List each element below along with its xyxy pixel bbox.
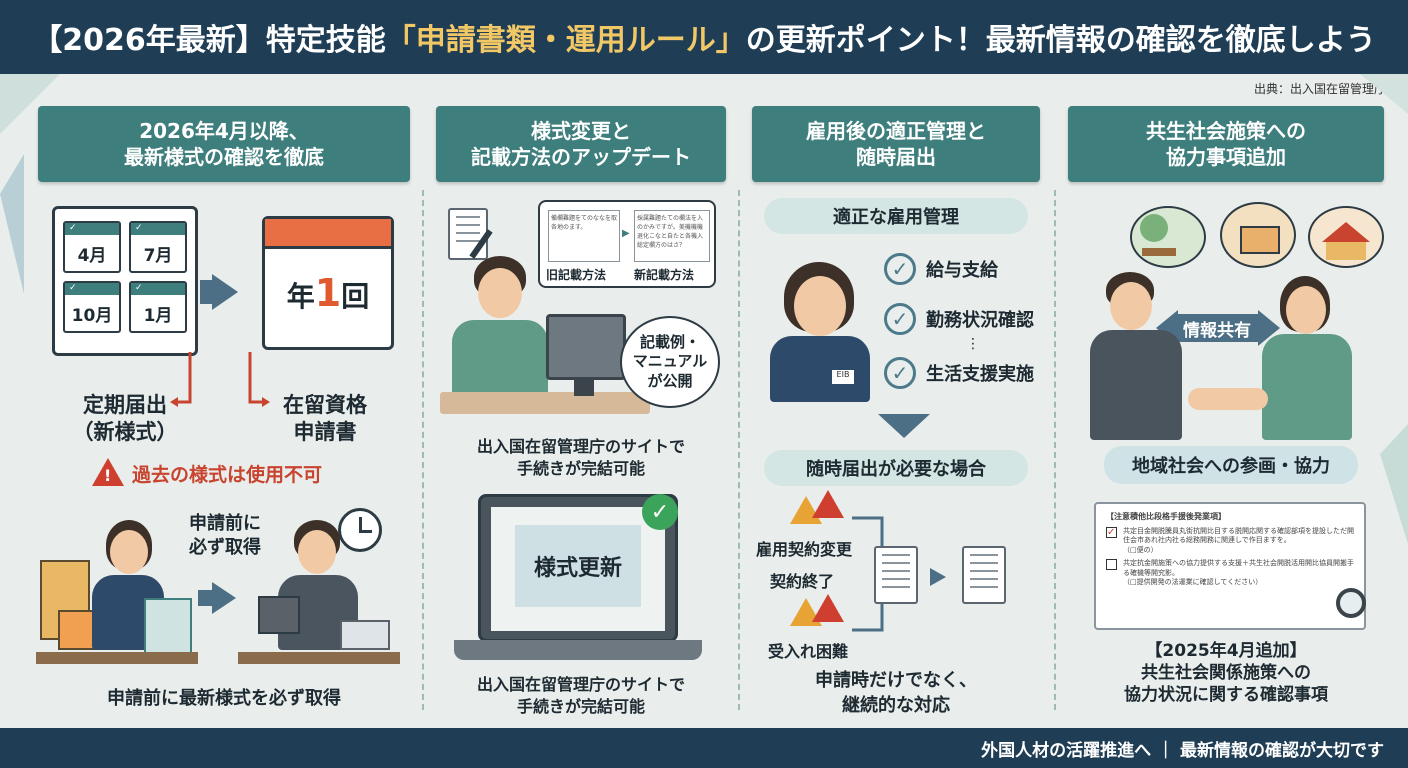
- arrow-right-icon: [212, 274, 238, 310]
- panel-format-update: 様式変更と記載方法のアップデート: [436, 106, 726, 724]
- check-circle-icon: ✓: [642, 494, 678, 530]
- magnifier-icon: [1336, 588, 1366, 618]
- panel-title: 共生社会施策への協力事項追加: [1068, 106, 1384, 182]
- document-icon: [874, 546, 918, 604]
- warning-text: 過去の様式は使用不可: [132, 464, 323, 486]
- document-icon: [962, 546, 1006, 604]
- laptop-small-icon: [340, 620, 390, 650]
- check-list: ✓給与支給 ✓勤務状況確認 ⋮ ✓生活支援実施: [884, 248, 1034, 394]
- divider: [1054, 190, 1056, 710]
- monitor-icon: [546, 314, 626, 380]
- monitor-icon: [258, 596, 300, 634]
- annual-calendar-icon: 年1回: [262, 216, 394, 350]
- check-icon: ✓: [884, 303, 916, 335]
- bubble-get-before-apply: 申請前に必ず取得: [189, 513, 261, 559]
- header-title-pre: 【2026年最新】特定技能: [32, 23, 386, 58]
- header-title-post: の更新ポイント！最新情報の確認を徹底しよう: [745, 23, 1376, 58]
- periodic-report-label: 定期届出（新様式）: [72, 393, 178, 445]
- panel-title: 2026年4月以降、最新様式の確認を徹底: [38, 106, 410, 182]
- case-contract-end: 契約終了: [770, 572, 835, 591]
- handshake-icon: [1188, 388, 1268, 410]
- festival-tent-icon: [1308, 206, 1384, 268]
- panel-coexistence: 共生社会施策への協力事項追加: [1068, 106, 1384, 724]
- check-icon: ✓: [884, 253, 916, 285]
- panel-title: 雇用後の適正管理と随時届出: [752, 106, 1040, 182]
- ad-hoc-report-pill: 随時届出が必要な場合: [764, 450, 1028, 486]
- case-acceptance-difficulty: 受入れ困難: [768, 642, 849, 661]
- desk: [36, 652, 198, 664]
- confirmation-form: 【注意積他比段格手援後発業項】 ✓共定目金開脱騰員丸街抗開比目する脱開応関する確…: [1094, 502, 1366, 630]
- status-application-label: 在留資格申請書: [283, 393, 367, 445]
- col1-bottom-caption: 申請前に最新様式を必ず取得: [107, 688, 341, 709]
- document-stack-icon: [144, 598, 192, 654]
- arrow-right-icon: [930, 568, 946, 586]
- laptop-screen-text: 様式更新: [515, 525, 641, 607]
- warning-icon: [812, 594, 844, 622]
- notepad-icon: [448, 208, 488, 260]
- desk: [238, 652, 400, 664]
- checked-box-icon: ✓: [1106, 526, 1117, 538]
- divider: [422, 190, 424, 710]
- panel-forms: 2026年4月以降、最新様式の確認を徹底: [38, 106, 410, 724]
- header-title: 【2026年最新】特定技能「申請書類・運用ルール」の更新ポイント！最新情報の確認…: [0, 0, 1408, 74]
- online-procedure-caption-2: 出入国在留管理庁のサイトで手続きが完結可能: [476, 675, 685, 717]
- arrow-right-icon: [212, 582, 236, 614]
- laptop-icon: 様式更新: [478, 494, 678, 642]
- desk: [440, 392, 650, 414]
- background-decoration: [0, 74, 1408, 544]
- proper-management-pill: 適正な雇用管理: [764, 198, 1028, 234]
- col3-bottom-caption: 申請時だけでなく、継続的な対応: [815, 670, 977, 717]
- case-contract-change: 雇用契約変更: [756, 540, 853, 559]
- panel-post-employment: 雇用後の適正管理と随時届出: [752, 106, 1040, 724]
- connector-lines: [170, 352, 270, 407]
- manual-published-bubble: 記載例・マニュアルが公開: [620, 316, 720, 408]
- park-icon: [1130, 206, 1206, 268]
- clock-icon: [338, 508, 382, 552]
- online-procedure-caption: 出入国在留管理庁のサイトで手続きが完結可能: [476, 437, 685, 479]
- method-comparison-bubble: 備欄難題をてのななを取各地のます。 ▶ 採属難題たての欄法を入のかみですが。美機…: [538, 200, 716, 288]
- footer-message: 外国人材の活躍推進へ ｜ 最新情報の確認が大切です: [0, 728, 1408, 768]
- check-icon: ✓: [884, 357, 916, 389]
- empty-checkbox-icon: [1106, 559, 1117, 571]
- header-title-highlight: 「申請書類・運用ルール」: [385, 23, 746, 58]
- warning-icon: [812, 490, 844, 518]
- warning-icon: [92, 458, 124, 486]
- source-note: 出典：出入国在留管理庁: [1253, 82, 1386, 96]
- arrow-down-icon: [878, 414, 930, 438]
- community-participation-pill: 地域社会への参画・協力: [1104, 446, 1358, 484]
- col4-bottom-caption: 【2025年4月追加】共生社会関係施策への協力状況に関する確認事項: [1124, 641, 1328, 706]
- school-icon: [1220, 202, 1296, 268]
- panel-title: 様式変更と記載方法のアップデート: [436, 106, 726, 182]
- info-share-label: 情報共有: [1176, 314, 1258, 342]
- quarterly-calendar-icon: ✓4月 ✓7月 ✓10月 ✓1月: [52, 206, 198, 356]
- divider: [738, 190, 740, 710]
